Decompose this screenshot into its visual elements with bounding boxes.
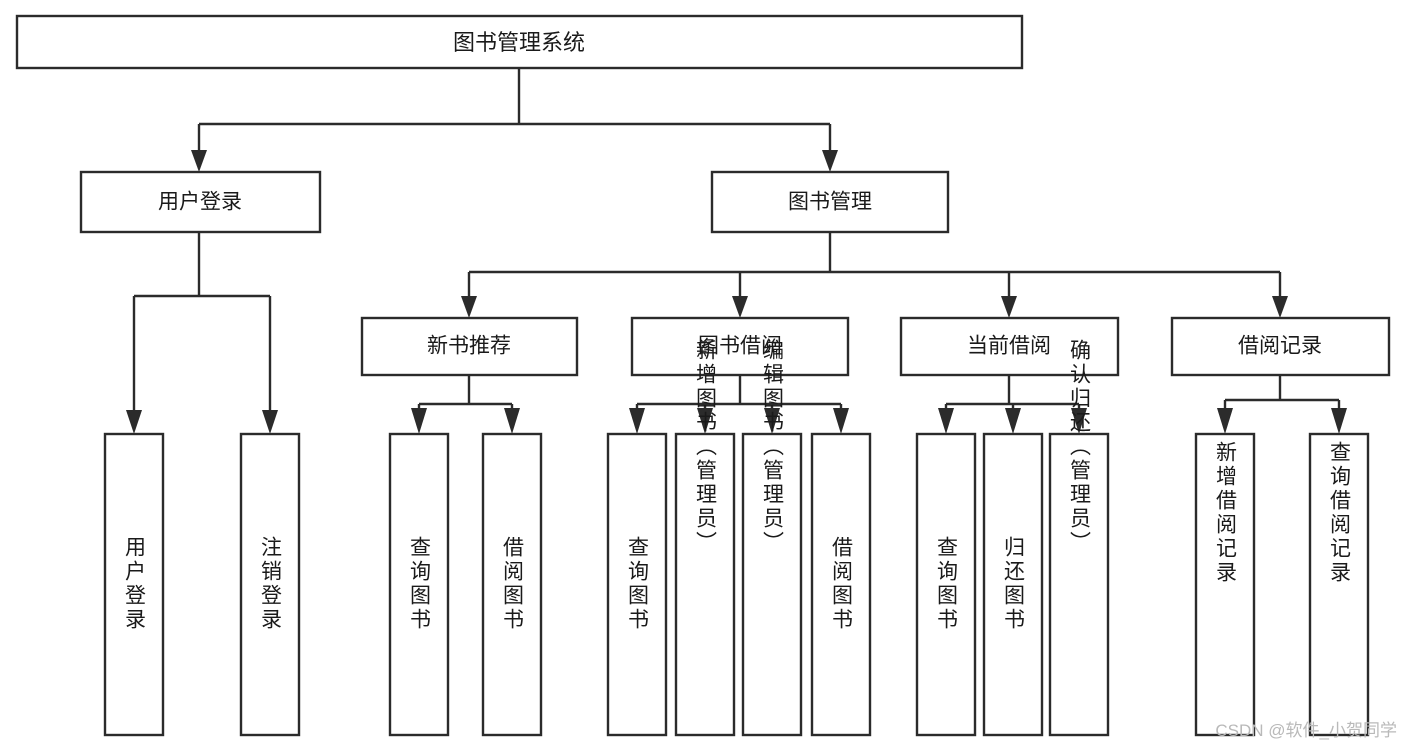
node-user-login-box[interactable] [79, 170, 322, 234]
arrowhead-bb-query-book [629, 408, 645, 434]
node-book-borrow-label: 图书借阅 [698, 335, 782, 358]
node-book-borrow[interactable]: 图书借阅 [630, 316, 850, 377]
leaf-cb-query-book[interactable]: 查询图书 [915, 432, 977, 737]
node-user-login[interactable]: 用户登录 [79, 170, 322, 234]
arrowhead-br-add-record [1217, 408, 1233, 434]
leaf-nbr-query-book-box[interactable] [388, 432, 450, 737]
leaf-bb-add-book-box[interactable] [674, 432, 736, 737]
node-book-manage[interactable]: 图书管理 [710, 170, 950, 234]
node-current-borrow-box[interactable] [899, 316, 1120, 377]
leaf-nbr-query-book-label: 查询图书 [408, 536, 432, 632]
leaf-nbr-query-book[interactable]: 查询图书 [388, 432, 450, 737]
node-book-manage-label: 图书管理 [788, 191, 872, 214]
node-root[interactable]: 图书管理系统 [15, 14, 1024, 70]
leaf-cb-return-book-label: 归还图书 [1002, 536, 1026, 632]
leaf-logout-label: 注销登录 [259, 536, 283, 632]
leaf-nbr-borrow-book-label: 借阅图书 [501, 536, 525, 632]
node-book-borrow-box[interactable] [630, 316, 850, 377]
leaf-br-add-record-box[interactable] [1194, 432, 1256, 737]
arrowhead-borrow-records [1272, 296, 1288, 318]
leaf-cb-confirm-return-label: 确认归还（管理员） [1068, 339, 1092, 555]
connectors-user-login [126, 232, 278, 434]
leaf-bb-edit-book[interactable]: 编辑图书（管理员） [741, 339, 803, 737]
leaf-cb-return-book[interactable]: 归还图书 [982, 432, 1044, 737]
arrowhead-leaf-user-login [126, 410, 142, 434]
node-current-borrow-label: 当前借阅 [967, 335, 1051, 358]
leaf-cb-confirm-return-box[interactable] [1048, 432, 1110, 737]
node-user-login-label: 用户登录 [158, 191, 242, 214]
leaf-bb-edit-book-box[interactable] [741, 432, 803, 737]
connectors-current-borrow [938, 375, 1087, 434]
arrowhead-br-query-record [1331, 408, 1347, 434]
leaf-logout[interactable]: 注销登录 [239, 432, 301, 737]
arrowhead-nb-query-book [411, 408, 427, 434]
arrowhead-bb-edit-book [764, 408, 780, 434]
arrowhead-cb-query-book [938, 408, 954, 434]
leaf-bb-query-book-label: 查询图书 [626, 536, 650, 632]
arrowhead-book-manage [822, 150, 838, 172]
leaf-bb-borrow-book-box[interactable] [810, 432, 872, 737]
arrowhead-bb-borrow-book [833, 408, 849, 434]
leaf-cb-query-book-box[interactable] [915, 432, 977, 737]
leaf-user-login-box[interactable] [103, 432, 165, 737]
arrowhead-cb-confirm-return [1071, 408, 1087, 434]
leaf-br-query-record-label: 查询借阅记录 [1328, 441, 1352, 585]
connectors-new-book [411, 375, 520, 434]
node-root-box[interactable] [15, 14, 1024, 70]
leaf-cb-query-book-label: 查询图书 [935, 536, 959, 632]
arrowhead-new-book [461, 296, 477, 318]
leaf-cb-confirm-return[interactable]: 确认归还（管理员） [1048, 339, 1110, 737]
connectors-book-manage [461, 232, 1288, 318]
leaf-nbr-borrow-book[interactable]: 借阅图书 [481, 432, 543, 737]
leaf-nbr-borrow-book-box[interactable] [481, 432, 543, 737]
arrowhead-leaf-logout [262, 410, 278, 434]
arrowhead-cb-return-book [1005, 408, 1021, 434]
leaf-bb-add-book-label: 新增图书（管理员） [694, 339, 718, 555]
arrowhead-nb-borrow-book [504, 408, 520, 434]
arrowhead-book-borrow [732, 296, 748, 318]
leaf-user-login[interactable]: 用户登录 [103, 432, 165, 737]
node-new-book-recommend[interactable]: 新书推荐 [360, 316, 579, 377]
leaf-user-login-label: 用户登录 [123, 536, 147, 632]
arrowhead-user-login [191, 150, 207, 172]
node-borrow-records-box[interactable] [1170, 316, 1391, 377]
leaf-bb-add-book[interactable]: 新增图书（管理员） [674, 339, 736, 737]
leaf-bb-query-book-box[interactable] [606, 432, 668, 737]
connectors-root [191, 68, 838, 172]
leaf-bb-borrow-book[interactable]: 借阅图书 [810, 432, 872, 737]
leaf-br-query-record-box[interactable] [1308, 432, 1370, 737]
leaf-br-add-record[interactable]: 新增借阅记录 [1194, 432, 1256, 737]
leaf-bb-query-book[interactable]: 查询图书 [606, 432, 668, 737]
leaf-bb-edit-book-label: 编辑图书（管理员） [761, 339, 785, 555]
node-current-borrow[interactable]: 当前借阅 [899, 316, 1120, 377]
node-new-book-recommend-box[interactable] [360, 316, 579, 377]
arrowhead-current-borrow [1001, 296, 1017, 318]
arrowhead-bb-add-book [697, 408, 713, 434]
connectors-borrow-records [1217, 375, 1347, 434]
leaf-br-query-record[interactable]: 查询借阅记录 [1308, 432, 1370, 737]
node-book-manage-box[interactable] [710, 170, 950, 234]
connectors-book-borrow [629, 375, 849, 434]
node-borrow-records-label: 借阅记录 [1238, 335, 1322, 358]
leaf-br-add-record-label: 新增借阅记录 [1214, 441, 1238, 585]
leaf-bb-borrow-book-label: 借阅图书 [830, 536, 854, 632]
leaf-logout-box[interactable] [239, 432, 301, 737]
node-new-book-recommend-label: 新书推荐 [427, 335, 511, 358]
node-root-label: 图书管理系统 [453, 30, 585, 55]
node-borrow-records[interactable]: 借阅记录 [1170, 316, 1391, 377]
leaf-cb-return-book-box[interactable] [982, 432, 1044, 737]
